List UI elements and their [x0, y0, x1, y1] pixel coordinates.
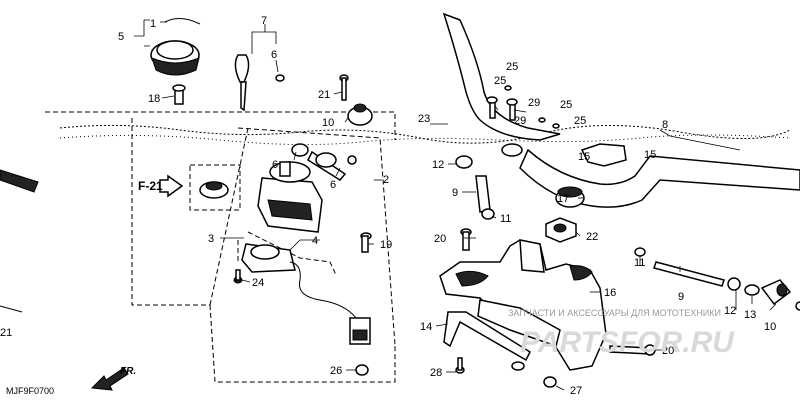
- callout-5: 5: [118, 31, 124, 43]
- callout-25-right-b: 25: [574, 115, 586, 127]
- switch-harness: [241, 243, 371, 345]
- callout-20-center: 20: [434, 233, 446, 245]
- left-handle-stub: [0, 169, 39, 193]
- watermark-logo: PARTSFOR.RU: [520, 326, 735, 359]
- callout-15-right: 15: [644, 149, 656, 161]
- cap-17: [555, 186, 585, 208]
- callout-11-right: 11: [634, 257, 645, 269]
- reference-label: F-21: [138, 179, 163, 193]
- callout-17: 17: [557, 193, 569, 205]
- ignition-switch: [257, 143, 347, 233]
- bolt-19: [360, 232, 372, 253]
- diagram-code: MJF9F0700: [6, 386, 54, 396]
- nut-6: [347, 155, 357, 165]
- callout-25-top: 25: [506, 61, 518, 73]
- bracket-14: [443, 311, 531, 371]
- handlebar-8: [442, 12, 800, 208]
- callout-13: 13: [744, 309, 756, 321]
- bolts-25-29: [486, 85, 560, 129]
- callout-21-left: 21: [0, 327, 12, 339]
- callout-27: 27: [570, 385, 582, 397]
- part-10-center: [347, 103, 373, 126]
- callout-6-key: 6: [271, 49, 277, 61]
- bolt-21-left: [0, 305, 23, 313]
- callout-6-nut: 6: [330, 179, 336, 191]
- dashed-outlines: [45, 111, 396, 383]
- bolt-20-center: [460, 228, 472, 251]
- right-pivot-assembly: [634, 247, 800, 311]
- key-7: [234, 54, 285, 112]
- nut-22: [545, 217, 577, 243]
- callout-20-right: 20: [662, 345, 674, 357]
- callout-7: 7: [261, 15, 267, 27]
- callout-28: 28: [430, 367, 442, 379]
- callout-19: 19: [380, 239, 392, 251]
- nut-26: [355, 364, 369, 376]
- callout-9-right: 9: [678, 291, 684, 303]
- callout-16: 16: [604, 287, 616, 299]
- f21-reference-part: [159, 174, 229, 199]
- callout-18: 18: [148, 93, 160, 105]
- watermark-text: ЗАПЧАСТИ И АКСЕССУАРЫ ДЛЯ МОТОТЕХНИКИ: [508, 308, 721, 318]
- callout-12-center: 12: [432, 159, 444, 171]
- bolt-21-center: [339, 74, 349, 101]
- callout-25-mid: 25: [494, 75, 506, 87]
- leader-lines: [134, 19, 777, 391]
- callout-2: 2: [383, 174, 389, 186]
- callout-8: 8: [662, 119, 668, 131]
- callout-3: 3: [208, 233, 214, 245]
- front-direction-arrow: [90, 367, 129, 391]
- callout-6-switch: 6: [272, 159, 278, 171]
- callout-11-center: 11: [500, 213, 511, 225]
- pivot-center: [455, 155, 495, 220]
- ignition-cover-assembly: [150, 18, 201, 76]
- bolt-18: [172, 84, 186, 105]
- direction-label: FR.: [120, 366, 136, 377]
- frame-hatching: [59, 124, 791, 146]
- top-bridge-16: [439, 239, 607, 371]
- callout-24: 24: [252, 277, 264, 289]
- callout-4: 4: [312, 235, 318, 247]
- callout-10-center: 10: [322, 117, 334, 129]
- screw-24: [233, 269, 243, 284]
- callout-23: 23: [418, 113, 430, 125]
- callout-21-center: 21: [318, 89, 330, 101]
- callout-22: 22: [586, 231, 598, 243]
- callout-10-right: 10: [764, 321, 776, 333]
- callout-9-center: 9: [452, 187, 458, 199]
- callout-labels: 1 2 3 4 5 6 6 6 7 8 9 9 10 10 11 11 12 1…: [0, 15, 776, 397]
- callout-29-a: 29: [528, 97, 540, 109]
- callout-29-b: 29: [514, 115, 526, 127]
- fasteners-27-28: [455, 357, 557, 388]
- callout-14: 14: [420, 321, 432, 333]
- callout-12-right: 12: [724, 305, 736, 317]
- callout-25-right-a: 25: [560, 99, 572, 111]
- bolt-20-right: [609, 344, 656, 356]
- callout-26: 26: [330, 365, 342, 377]
- callout-15-left: 15: [578, 151, 590, 163]
- callout-1: 1: [150, 18, 156, 30]
